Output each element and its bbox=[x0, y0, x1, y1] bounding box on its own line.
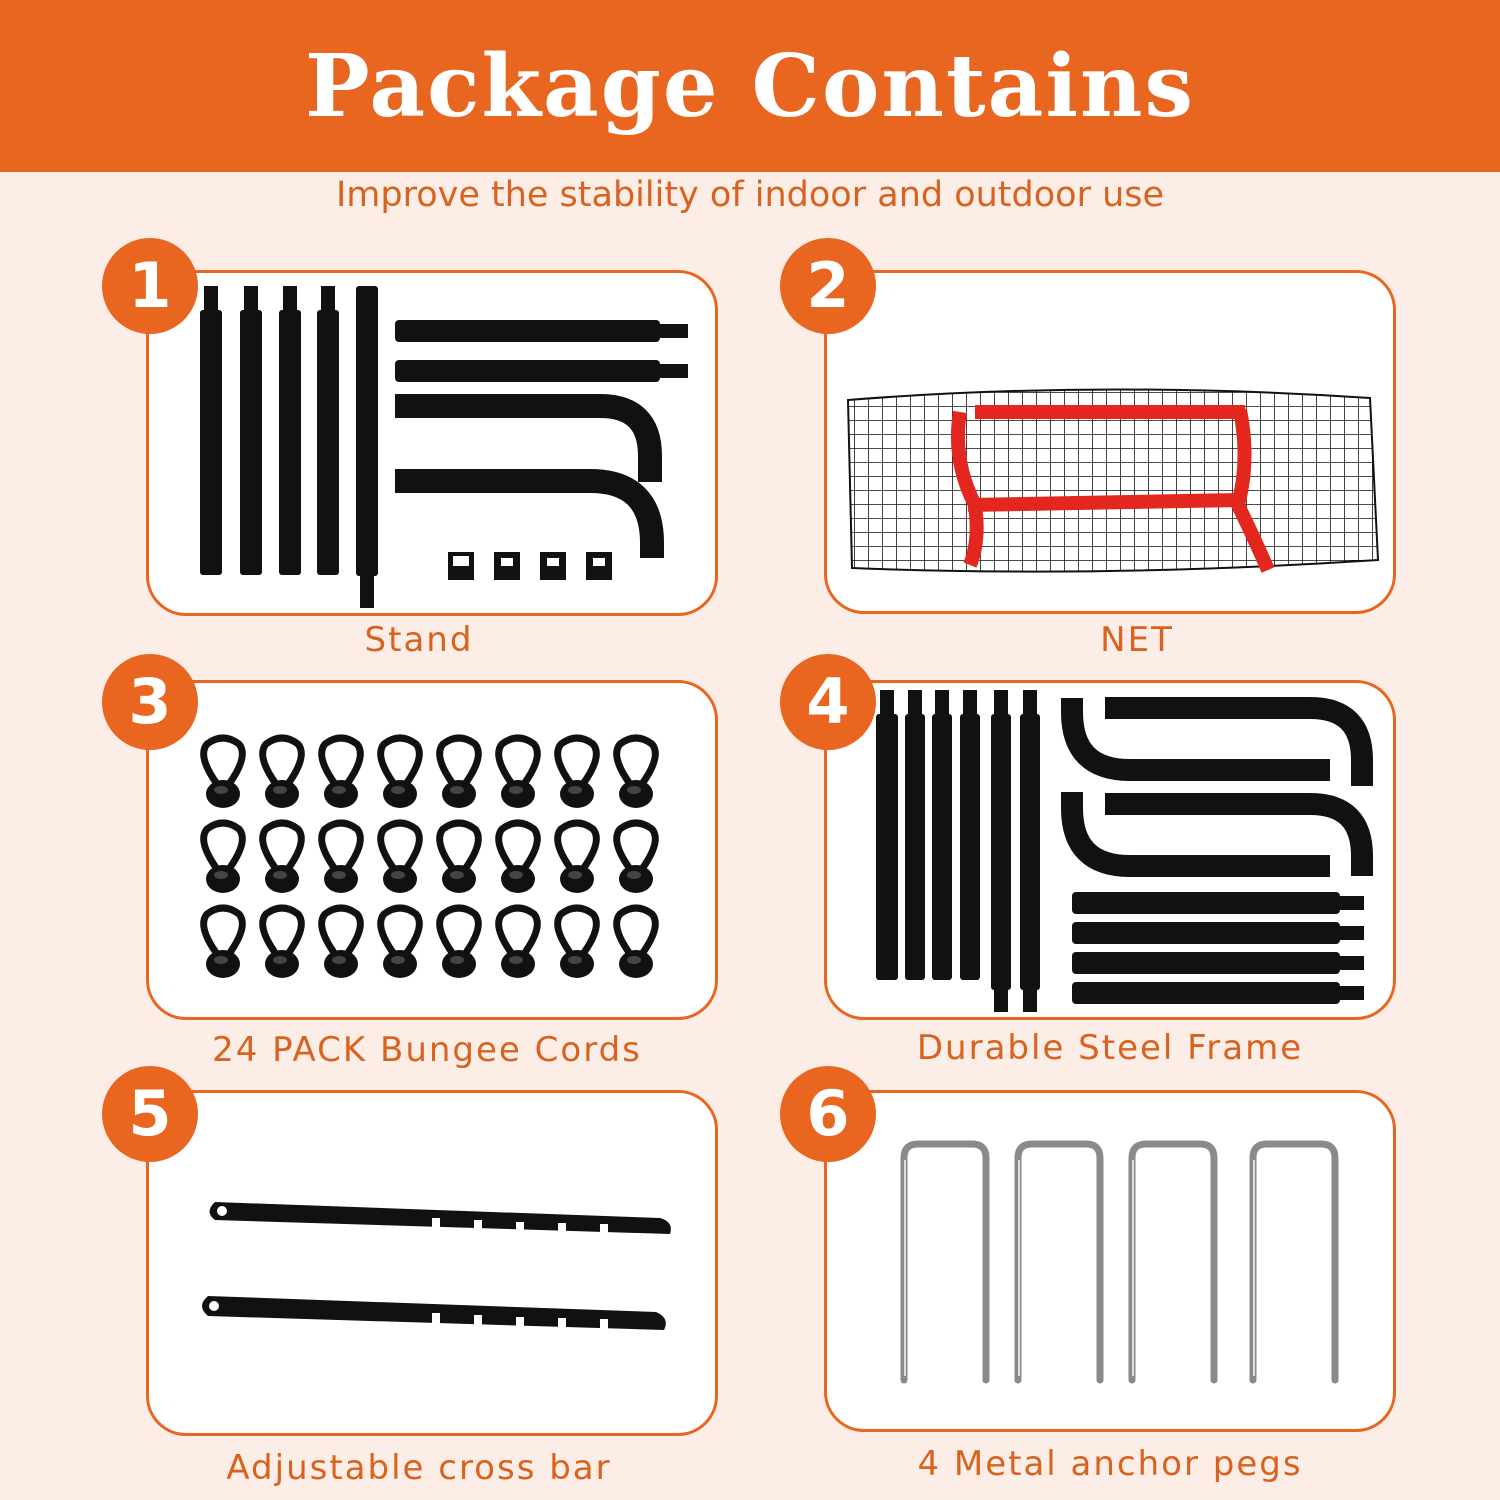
item-number-badge: 5 bbox=[102, 1066, 198, 1162]
item-label: Durable Steel Frame bbox=[916, 1028, 1304, 1068]
bungee-cord bbox=[613, 819, 659, 893]
item-label: Adjustable cross bar bbox=[226, 1448, 612, 1488]
bungee-cord bbox=[259, 734, 305, 808]
bungee-cord bbox=[613, 734, 659, 808]
bungee-cord bbox=[318, 819, 364, 893]
bungee-cord bbox=[554, 904, 600, 978]
bungee-cord bbox=[200, 904, 246, 978]
bungee-cord bbox=[377, 734, 423, 808]
item-label: Stand bbox=[364, 620, 474, 660]
item-number-badge: 1 bbox=[102, 238, 198, 334]
item-panel-crossbar bbox=[146, 1090, 718, 1436]
bungee-cord bbox=[436, 819, 482, 893]
page-title: Package Contains bbox=[305, 36, 1195, 137]
bungee-cord bbox=[495, 734, 541, 808]
item-label: NET bbox=[1100, 620, 1174, 660]
bungee-cord bbox=[200, 734, 246, 808]
bungee-cord bbox=[495, 904, 541, 978]
item-number-badge: 4 bbox=[780, 654, 876, 750]
bungee-cord bbox=[318, 904, 364, 978]
bungee-cord bbox=[259, 819, 305, 893]
item-label: 24 PACK Bungee Cords bbox=[212, 1030, 642, 1070]
page-subtitle: Improve the stability of indoor and outd… bbox=[335, 175, 1165, 215]
bungee-cord bbox=[436, 904, 482, 978]
bungee-cord bbox=[200, 819, 246, 893]
bungee-cord bbox=[613, 904, 659, 978]
bungee-cord bbox=[436, 734, 482, 808]
bungee-cord bbox=[377, 904, 423, 978]
header-banner: Package Contains bbox=[0, 0, 1500, 172]
item-number-badge: 3 bbox=[102, 654, 198, 750]
bungee-cord bbox=[259, 904, 305, 978]
bungee-cord bbox=[554, 734, 600, 808]
item-label: 4 Metal anchor pegs bbox=[917, 1444, 1303, 1484]
item-number-badge: 6 bbox=[780, 1066, 876, 1162]
bungee-cord bbox=[377, 819, 423, 893]
bungee-cord bbox=[318, 734, 364, 808]
item-number-badge: 2 bbox=[780, 238, 876, 334]
bungee-cord bbox=[554, 819, 600, 893]
bungee-cord bbox=[495, 819, 541, 893]
